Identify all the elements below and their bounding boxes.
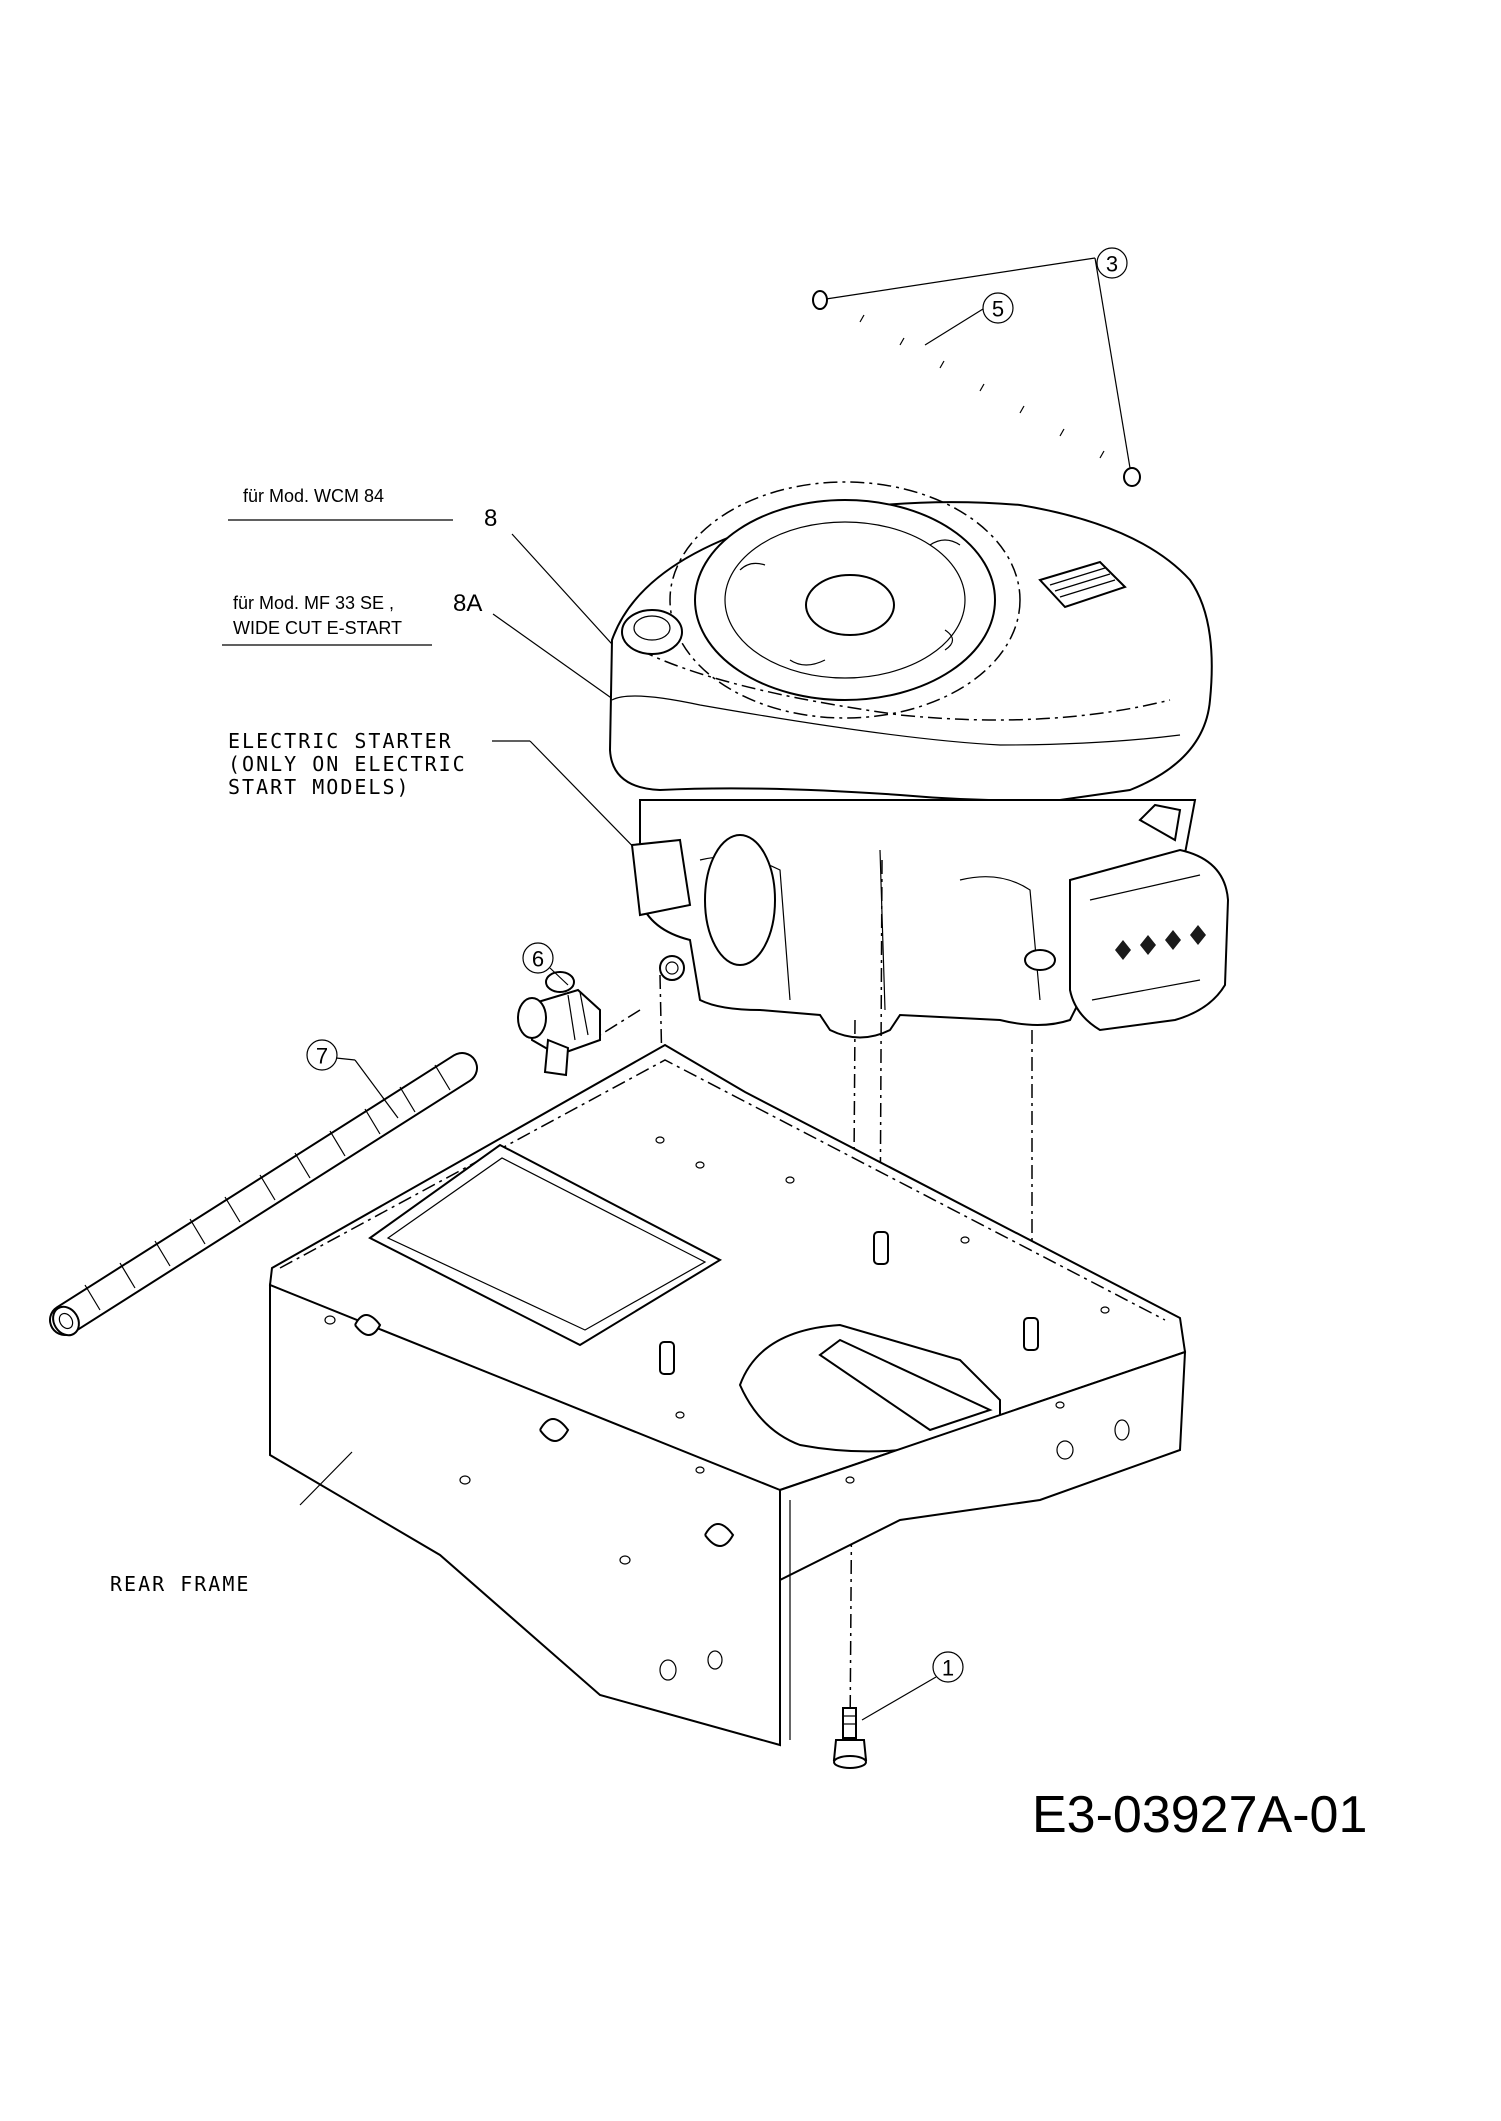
mounting-studs [659,1231,1039,1375]
callout-7: 7 [306,1039,399,1119]
variant-label-mf: für Mod. MF 33 SE , WIDE CUT E-START [222,593,432,646]
muffler [1024,803,1230,1032]
electric-starter [630,838,692,981]
variant-label-wcm: für Mod. WCM 84 [228,486,453,521]
end-cap-left [812,290,828,310]
svg-text:für Mod. WCM 84: für Mod. WCM 84 [243,486,384,506]
fitting-part-6 [517,971,601,1077]
svg-text:ELECTRIC STARTER: ELECTRIC STARTER [228,729,453,753]
svg-text:7: 7 [316,1044,328,1069]
callout-5: 5 [924,292,1014,346]
callout-8a: 8A [453,590,663,735]
svg-text:WIDE CUT E-START: WIDE CUT E-START [233,618,402,638]
svg-text:5: 5 [992,297,1004,322]
electric-starter-note: ELECTRIC STARTER (ONLY ON ELECTRIC START… [228,729,653,867]
svg-text:1: 1 [942,1656,954,1681]
bolt-part-1 [832,1707,868,1769]
callout-3: 3 [825,247,1131,469]
svg-text:für Mod. MF 33 SE ,: für Mod. MF 33 SE , [233,593,394,613]
engine-part-8 [608,481,1230,1039]
svg-text:START MODELS): START MODELS) [228,775,411,799]
svg-text:3: 3 [1106,252,1118,277]
svg-text:REAR FRAME: REAR FRAME [110,1572,250,1596]
svg-text:8A: 8A [453,590,482,617]
svg-text:(ONLY ON ELECTRIC: (ONLY ON ELECTRIC [228,752,467,776]
air-vent-grille [1038,560,1127,609]
svg-text:E3-03927A-01: E3-03927A-01 [1032,1786,1367,1844]
rear-frame-label: REAR FRAME [110,1572,250,1596]
svg-text:6: 6 [532,947,544,972]
shaft-part-5 [812,290,1141,487]
callout-1: 1 [861,1651,964,1721]
callout-6: 6 [522,942,569,986]
drawing-number: E3-03927A-01 [1032,1786,1367,1844]
end-cap-right [1123,467,1141,487]
tube-part-7 [49,1052,478,1337]
svg-text:8: 8 [484,505,497,532]
rear-frame [268,1043,1187,1747]
